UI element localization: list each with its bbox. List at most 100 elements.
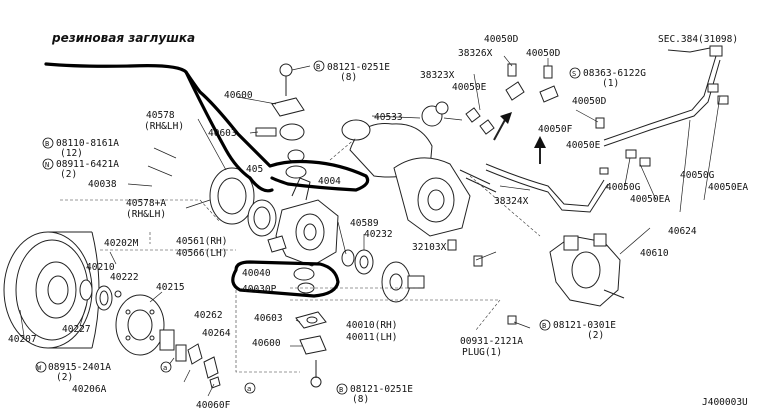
label-32103x: 32103X [412, 242, 447, 253]
upper-joint-parts [255, 63, 307, 179]
label-40050g-a: 40050G [606, 182, 641, 193]
label-40206a: 40206A [72, 384, 107, 395]
label-40578: 40578 [146, 110, 175, 121]
label-40589: 40589 [350, 218, 379, 229]
svg-text:S: S [572, 70, 576, 78]
circle-b-mid: B [539, 319, 551, 331]
right-knuckle [549, 233, 625, 307]
label-08363-qty: (1) [602, 78, 619, 89]
label-08121-bottom-qty: (8) [352, 394, 369, 405]
circle-a-2: a [160, 361, 172, 373]
label-40030: 40030P [242, 284, 277, 295]
circle-w: W [35, 361, 47, 373]
breather-hose [485, 45, 729, 213]
label-40207: 40207 [8, 334, 37, 345]
differential-carrier [341, 105, 497, 237]
circle-b-bottom: B [336, 383, 348, 395]
label-40050d-c: 40050D [572, 96, 607, 107]
circle-a-1: a [244, 382, 256, 394]
label-40050ea-a: 40050EA [630, 194, 670, 205]
svg-text:W: W [37, 364, 42, 372]
label-08121-top-qty: (8) [340, 72, 357, 83]
svg-text:B: B [339, 386, 343, 394]
label-sec384: SEC.384(31098) [658, 34, 738, 45]
svg-text:N: N [45, 161, 49, 169]
svg-text:a: a [163, 364, 167, 372]
label-40600-top: 40600 [224, 90, 253, 101]
circle-s: S [569, 67, 581, 79]
label-40210: 40210 [86, 262, 115, 273]
label-40262: 40262 [194, 310, 223, 321]
circle-n: N [42, 158, 54, 170]
label-40011: 40011(LH) [346, 332, 397, 343]
label-40050e-b: 40050E [566, 140, 601, 151]
label-40578a-rl: (RH&LH) [126, 209, 166, 220]
label-38323x: 38323X [420, 70, 455, 81]
label-40578a: 40578+A [126, 198, 166, 209]
circle-b-left: B [42, 137, 54, 149]
wheel-bearing [79, 279, 122, 311]
label-08121-mid-qty: (2) [587, 330, 604, 341]
label-40533: 40533 [374, 112, 403, 123]
label-08121-mid: 08121-0301E [553, 320, 616, 331]
label-plug: PLUG(1) [462, 347, 502, 358]
label-40050e-a: 40050E [452, 82, 487, 93]
label-00931: 00931-2121A [460, 336, 523, 347]
label-40227: 40227 [62, 324, 91, 335]
label-08110-qty: (12) [60, 148, 83, 159]
label-08121-bottom: 08121-0251E [350, 384, 413, 395]
leader-lines [19, 55, 721, 397]
label-08110: 08110-8161A [56, 138, 119, 149]
label-40264: 40264 [202, 328, 231, 339]
label-40578-rl: (RH&LH) [144, 121, 184, 132]
hub-clips [187, 343, 221, 389]
circle-b-top: B [313, 60, 325, 72]
label-40624: 40624 [668, 226, 697, 237]
label-40215: 40215 [156, 282, 185, 293]
label-40050g-b: 40050G [680, 170, 715, 181]
label-40561: 40561(RH) [176, 236, 227, 247]
svg-text:B: B [542, 322, 546, 330]
label-40050ea-b: 40050EA [708, 182, 748, 193]
seal-ring [247, 199, 277, 237]
label-4004: 4004 [318, 176, 341, 187]
small-bolts [447, 239, 517, 325]
label-40010: 40010(RH) [346, 320, 397, 331]
svg-text:B: B [316, 63, 320, 71]
label-40603-top: 40603 [208, 128, 237, 139]
label-40060f: 40060F [196, 400, 231, 410]
label-38326x: 38326X [458, 48, 493, 59]
svg-text:a: a [247, 385, 251, 393]
label-40040: 40040 [242, 268, 271, 279]
splash-shield [209, 167, 255, 225]
label-40038: 40038 [88, 179, 117, 190]
axle-seals [341, 249, 374, 275]
label-40600-bottom: 40600 [252, 338, 281, 349]
marker-annotation [44, 62, 370, 298]
assembly-dashed-lines [60, 137, 541, 373]
label-40603-bottom: 40603 [254, 313, 283, 324]
label-40050d-a: 40050D [484, 34, 519, 45]
label-405: 405 [246, 164, 263, 175]
drive-shaft-flange [381, 261, 425, 303]
annotation-text: резиновая заглушка [51, 31, 195, 45]
label-40232-right: 40232 [364, 229, 393, 240]
label-40050f: 40050F [538, 124, 573, 135]
direction-arrows [493, 112, 546, 164]
label-08915-qty: (2) [56, 372, 73, 383]
label-08911-qty: (2) [60, 169, 77, 180]
label-08363: 08363-6122G [583, 68, 646, 79]
drawing-id: J400003U [702, 397, 748, 408]
label-08121-top: 08121-0251E [327, 62, 390, 73]
svg-text:B: B [45, 140, 49, 148]
label-08911: 08911-6421A [56, 159, 119, 170]
label-40222: 40222 [110, 272, 139, 283]
label-38324x: 38324X [494, 196, 529, 207]
label-40610: 40610 [640, 248, 669, 259]
lower-joint-parts [293, 267, 327, 388]
label-40566: 40566(LH) [176, 248, 227, 259]
wheel-hub [115, 294, 187, 362]
label-40202m: 40202M [104, 238, 139, 249]
upper-right-fittings [435, 63, 605, 135]
